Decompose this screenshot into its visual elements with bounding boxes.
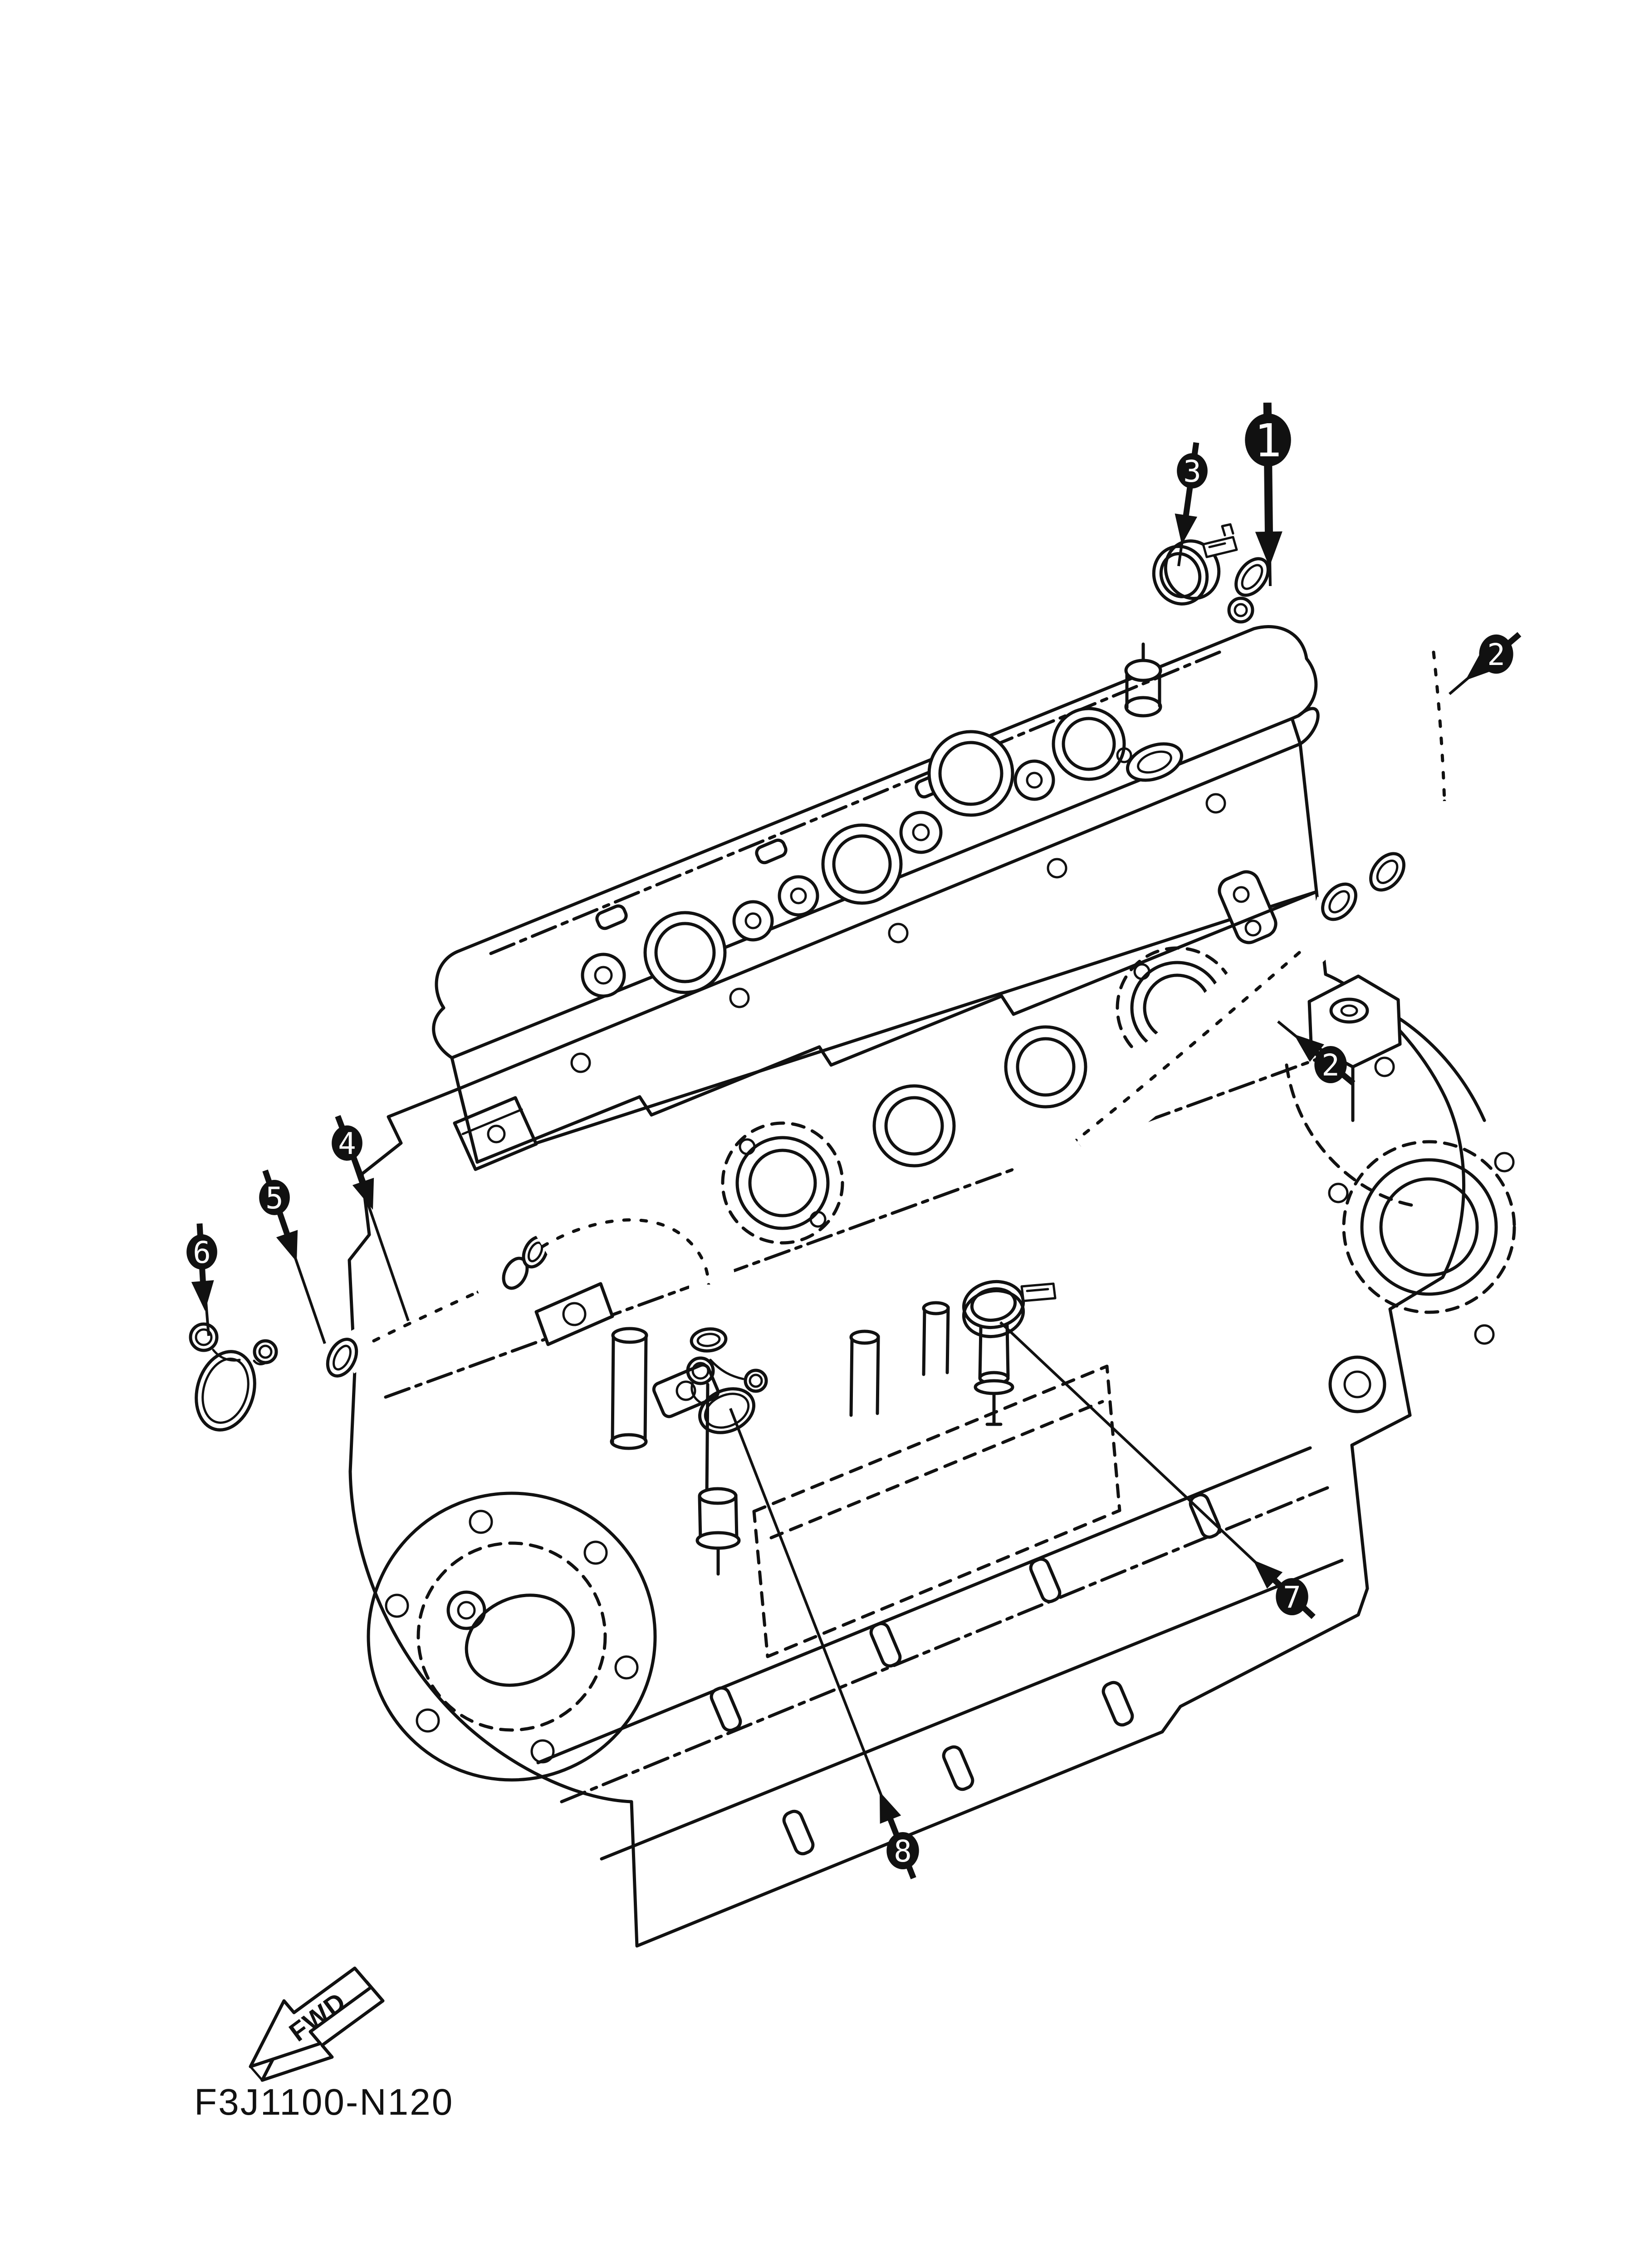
callout-5: 5 [259, 1169, 326, 1344]
engine-illustration [348, 596, 1516, 1948]
callout-number-7: 7 [1283, 1580, 1301, 1615]
callout-balloon-3[interactable] [1177, 453, 1208, 489]
callout-balloon-2[interactable] [1479, 634, 1513, 674]
callout-balloon-4[interactable] [332, 1125, 362, 1161]
callout-balloon-7[interactable] [1276, 1578, 1308, 1616]
wire-clip-6 [189, 1322, 278, 1432]
leader-arrowhead-3 [1175, 513, 1198, 545]
leader-arrowhead-2 [1294, 1034, 1324, 1062]
callout-balloons: 1 3 2 2 4 5 6 7 8 [186, 402, 1522, 1879]
leader-arrowhead-7 [1253, 1560, 1283, 1589]
callout-3: 3 [1175, 442, 1208, 567]
cylinder-head [457, 742, 1318, 1245]
callout-number-6: 6 [193, 1235, 211, 1270]
callout-balloon-5[interactable] [259, 1180, 290, 1215]
valve-cover [432, 596, 1320, 1090]
callout-balloon-6[interactable] [186, 1234, 217, 1270]
leader-arrowhead-4 [352, 1178, 374, 1210]
callout-number-4: 4 [338, 1126, 356, 1161]
callout-number-5: 5 [265, 1181, 284, 1216]
flywheel-housing [367, 1491, 657, 1782]
ventilation-hose-2-lower [979, 882, 1360, 1283]
callout-number-2: 2 [1487, 637, 1505, 672]
callout-2: 2 [1277, 1020, 1356, 1086]
leader-arrowhead-2 [1465, 652, 1496, 680]
wire-clip-8 [686, 1356, 768, 1576]
callout-4: 4 [332, 1115, 410, 1321]
callout-number-8: 8 [894, 1834, 912, 1869]
callout-1: 1 [1245, 402, 1291, 587]
fwd-direction-arrow: FWD [249, 1966, 385, 2082]
leader-line-7 [999, 1321, 1293, 1598]
engine-block-outline [348, 890, 1466, 1948]
callout-8: 8 [729, 1408, 919, 1879]
figure-code: F3J1100-N120 [194, 2082, 454, 2123]
hose-clamp-3 [1152, 523, 1238, 606]
leader-arrowhead-8 [880, 1792, 901, 1824]
callout-6: 6 [186, 1223, 217, 1336]
leader-arrowhead-6 [191, 1280, 214, 1311]
vent-hose-4 [326, 1193, 735, 1378]
callout-2: 2 [1449, 632, 1522, 695]
callout-number-3: 3 [1183, 454, 1201, 489]
leader-arrowhead-5 [276, 1230, 298, 1262]
callout-balloon-2[interactable] [1314, 1046, 1347, 1084]
oil-pan-rails [536, 1446, 1344, 1861]
callout-7: 7 [999, 1321, 1316, 1619]
callout-number-2: 2 [1322, 1048, 1340, 1083]
callout-balloon-8[interactable] [886, 1832, 919, 1870]
breather-spigot [1227, 596, 1254, 624]
callout-balloon-1[interactable] [1245, 413, 1291, 467]
leader-line-8 [729, 1408, 904, 1852]
callout-number-1: 1 [1254, 414, 1282, 467]
hose-clamp-7 [962, 1280, 1057, 1426]
leader-arrowhead-1 [1255, 531, 1283, 567]
